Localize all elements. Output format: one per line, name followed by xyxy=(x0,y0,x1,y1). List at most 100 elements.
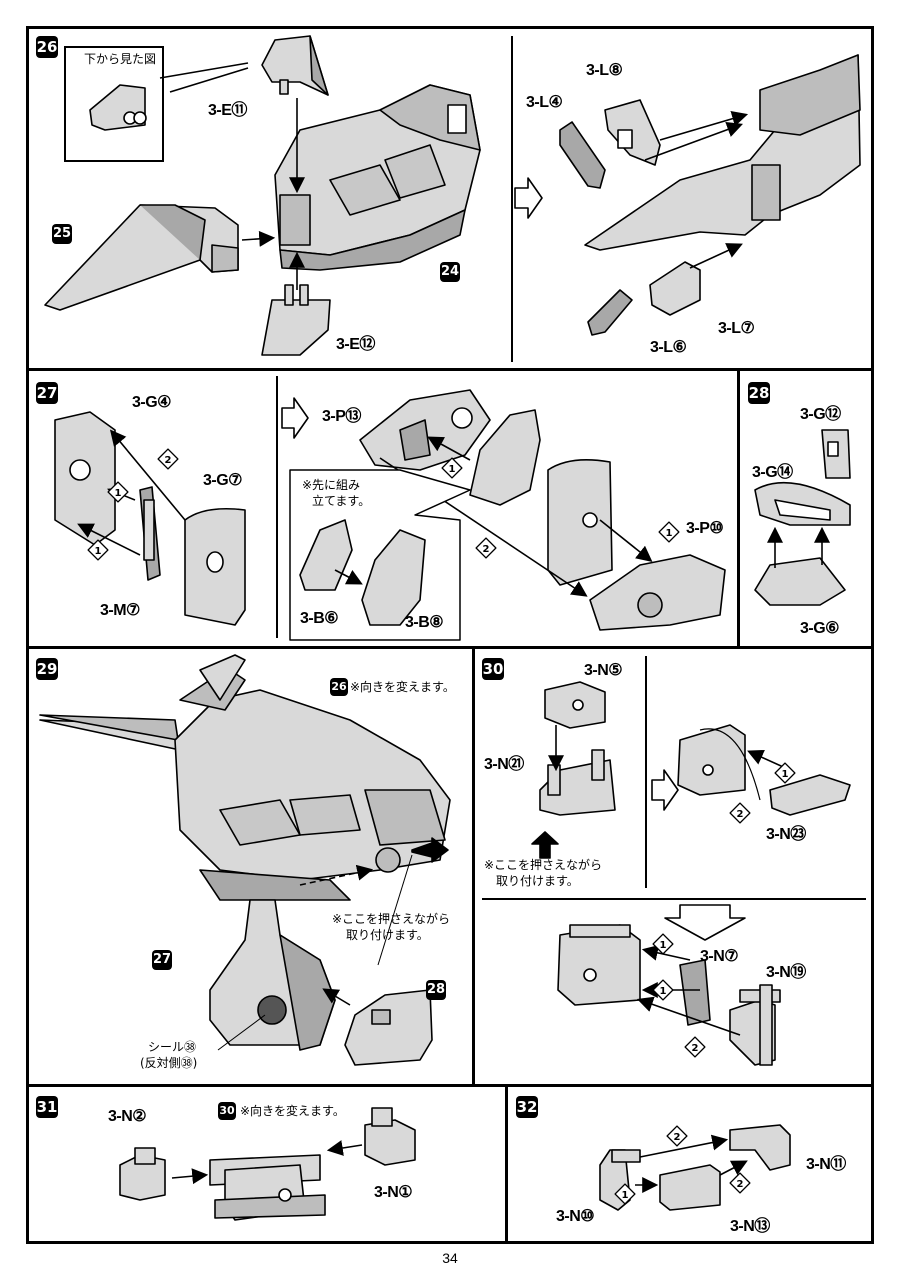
substep-divider-30v xyxy=(645,656,647,888)
assembled-body-26b xyxy=(584,54,861,251)
svg-text:1: 1 xyxy=(449,464,456,475)
ref-step-27: 27 xyxy=(152,950,172,970)
svg-text:1: 1 xyxy=(660,940,667,951)
step-number-31: 31 xyxy=(36,1096,58,1118)
part-3-L8 xyxy=(604,99,661,166)
label-3-G12: 3-G⑫ xyxy=(800,406,841,423)
part-3-L6 xyxy=(587,289,633,336)
part-3-B8 xyxy=(361,529,426,626)
svg-text:2: 2 xyxy=(692,1043,699,1054)
seal-opposite-label: (反対側㊳) xyxy=(140,1056,198,1070)
label-3-N21: 3-N㉑ xyxy=(484,756,524,773)
assembled-wing-29 xyxy=(39,654,451,901)
substep-divider-26 xyxy=(511,36,513,362)
label-3-L6: 3-L⑥ xyxy=(650,339,687,356)
step-number-30: 30 xyxy=(482,658,504,680)
divider-row2 xyxy=(26,646,874,649)
label-3-E11: 3-E⑪ xyxy=(208,102,247,119)
part-3-G12 xyxy=(821,429,851,479)
svg-text:1: 1 xyxy=(95,546,102,557)
assembly-30a xyxy=(677,724,746,796)
assembly-30b xyxy=(557,924,641,1006)
label-3-E12: 3-E⑫ xyxy=(336,336,375,353)
label-3-N13: 3-N⑬ xyxy=(730,1218,770,1235)
label-3-B8: 3-B⑧ xyxy=(405,614,444,631)
turn-note-31: ※向きを変えます。 xyxy=(240,1104,345,1118)
part-3-N19 xyxy=(729,984,781,1066)
step-number-32: 32 xyxy=(516,1096,538,1118)
part-3-N23 xyxy=(769,774,851,816)
press-note-29-line1: ※ここを押さえながら xyxy=(332,912,451,926)
part-3-N13 xyxy=(659,1164,721,1211)
label-3-G4: 3-G④ xyxy=(132,394,172,411)
label-3-B6: 3-B⑥ xyxy=(300,610,339,627)
part-3-G7 xyxy=(184,507,246,626)
press-note-30-line1: ※ここを押さえながら xyxy=(484,858,603,872)
part-3-E11 xyxy=(261,35,329,96)
step-number-27: 27 xyxy=(36,382,58,404)
step-number-29: 29 xyxy=(36,658,58,680)
part-3-N21 xyxy=(539,749,616,816)
part-3-P13 xyxy=(359,389,491,471)
divider-27-28 xyxy=(737,368,740,648)
part-3-L4 xyxy=(559,121,606,189)
part-3-N1 xyxy=(364,1107,416,1166)
part-30-31 xyxy=(209,1154,326,1221)
inset-bottom-view xyxy=(89,84,147,131)
press-note-30-line2: 取り付けます。 xyxy=(496,874,579,888)
substep-divider-27 xyxy=(276,376,278,638)
ref-step-26: 26 xyxy=(330,678,348,696)
divider-row1 xyxy=(26,368,874,371)
part-3-N2 xyxy=(119,1147,166,1201)
part-3-P-plate xyxy=(547,458,613,586)
label-3-N1: 3-N① xyxy=(374,1184,413,1201)
part-3-M7 xyxy=(139,486,161,581)
divider-31-32 xyxy=(505,1084,508,1244)
divider-row3 xyxy=(26,1084,874,1087)
part-3-E12 xyxy=(261,284,331,356)
svg-text:2: 2 xyxy=(737,809,744,820)
label-3-N23: 3-N㉓ xyxy=(766,826,806,843)
svg-text:2: 2 xyxy=(674,1132,681,1143)
label-3-G14: 3-G⑭ xyxy=(752,464,793,481)
svg-text:1: 1 xyxy=(782,769,789,780)
part-27-29 xyxy=(209,899,336,1051)
part-28-29 xyxy=(344,989,433,1066)
part-3-G6 xyxy=(754,557,846,606)
turn-note-29: ※向きを変えます。 xyxy=(350,680,455,694)
seal-label: シール㊳ xyxy=(148,1040,197,1054)
label-3-L8: 3-L⑧ xyxy=(586,62,623,79)
ref-part-24: 24 xyxy=(440,262,460,282)
inset-title: 下から見た図 xyxy=(84,52,157,66)
press-note-29-line2: 取り付けます。 xyxy=(346,928,429,942)
ref-step-30: 30 xyxy=(218,1102,236,1120)
part-3-G4 xyxy=(54,411,116,546)
svg-text:1: 1 xyxy=(622,1190,629,1201)
pre-assemble-note-line2: 立てます。 xyxy=(312,494,371,508)
label-3-L7: 3-L⑦ xyxy=(718,320,755,337)
svg-text:1: 1 xyxy=(666,528,673,539)
label-3-P13: 3-P⑬ xyxy=(322,408,361,425)
label-3-G6: 3-G⑥ xyxy=(800,620,840,637)
ref-step-28: 28 xyxy=(426,980,446,1000)
svg-text:2: 2 xyxy=(483,544,490,555)
ref-part-25: 25 xyxy=(52,224,72,244)
label-3-G7: 3-G⑦ xyxy=(203,472,243,489)
part-3-N7 xyxy=(679,959,711,1026)
part-3-L7 xyxy=(649,261,701,316)
svg-text:2: 2 xyxy=(165,455,172,466)
label-3-N2: 3-N② xyxy=(108,1108,147,1125)
part-3-N10 xyxy=(599,1149,641,1211)
svg-text:1: 1 xyxy=(115,488,122,499)
part-3-N11 xyxy=(729,1124,791,1171)
part-3-G14 xyxy=(754,481,851,526)
part-25-blade xyxy=(44,204,239,311)
label-3-L4: 3-L④ xyxy=(526,94,563,111)
bottom-view-inset xyxy=(64,46,164,162)
svg-text:1: 1 xyxy=(660,986,667,997)
part-3-P-mid xyxy=(469,409,541,506)
page-number: 34 xyxy=(442,1250,458,1266)
label-3-N10: 3-N⑩ xyxy=(556,1208,595,1225)
part-3-N5 xyxy=(544,681,606,729)
